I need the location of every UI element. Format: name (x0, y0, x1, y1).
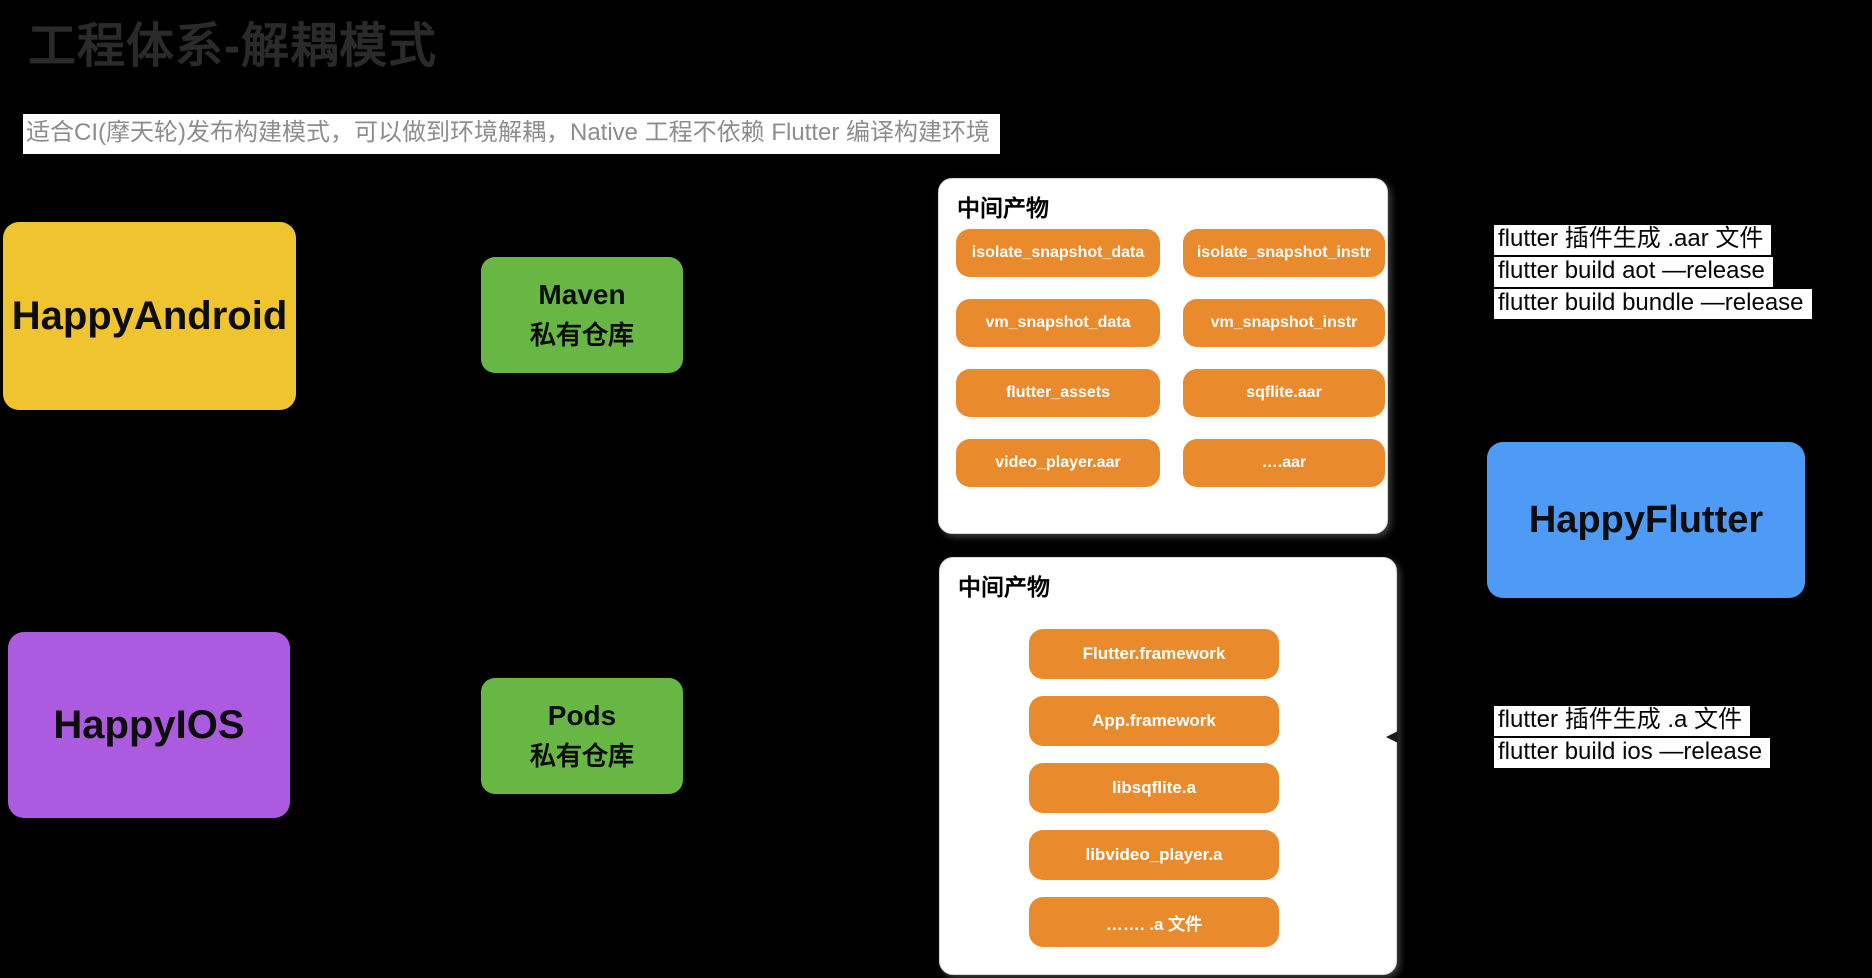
artifact-pill-isolate-snapshot-instr: isolate_snapshot_instr (1183, 229, 1385, 277)
node-pods-name: Pods (547, 699, 617, 731)
node-happy-flutter-label: HappyFlutter (1528, 498, 1764, 541)
artifact-pill-flutter-framework: Flutter.framework (1029, 629, 1279, 679)
android-build-note-line: flutter 插件生成 .aar 文件 (1494, 225, 1772, 255)
node-happy-android: HappyAndroid (3, 222, 296, 410)
ios-build-note-line: flutter build ios —release (1494, 738, 1771, 768)
subtitle-note: 适合CI(摩天轮)发布构建模式，可以做到环境解耦，Native 工程不依赖 Fl… (23, 114, 1001, 154)
artifact-pill-sqflite-aar: sqflite.aar (1183, 369, 1385, 417)
android-panel-title: 中间产物 (957, 195, 1049, 221)
node-maven-repo: Maven 私有仓库 (481, 257, 683, 373)
android-artifacts-panel: 中间产物 isolate_snapshot_data isolate_snaps… (938, 178, 1388, 534)
left-arrowhead-icon (1386, 731, 1398, 743)
artifact-pill-libsqflite-a: libsqflite.a (1029, 763, 1279, 813)
artifact-pill-vm-snapshot-instr: vm_snapshot_instr (1183, 299, 1385, 347)
artifact-pill-isolate-snapshot-data: isolate_snapshot_data (956, 229, 1160, 277)
node-happy-android-label: HappyAndroid (11, 293, 288, 338)
node-happy-ios-label: HappyIOS (53, 702, 245, 747)
android-build-note-line: flutter build bundle —release (1494, 289, 1812, 319)
ios-panel-title: 中间产物 (958, 574, 1050, 600)
artifact-pill-app-framework: App.framework (1029, 696, 1279, 746)
node-maven-subtitle: 私有仓库 (529, 319, 634, 350)
node-happy-flutter: HappyFlutter (1487, 442, 1805, 598)
node-happy-ios: HappyIOS (8, 632, 290, 818)
ios-build-note-line: flutter 插件生成 .a 文件 (1494, 706, 1751, 736)
android-artifact-grid: isolate_snapshot_data isolate_snapshot_i… (956, 229, 1385, 487)
android-build-note-line: flutter build aot —release (1494, 257, 1773, 287)
node-maven-name: Maven (538, 278, 626, 310)
node-pods-subtitle: 私有仓库 (529, 740, 634, 771)
artifact-pill-more-a-files: ……. .a 文件 (1029, 897, 1279, 947)
ios-build-notes: flutter 插件生成 .a 文件 flutter build ios —re… (1494, 706, 1771, 770)
artifact-pill-video-player-aar: video_player.aar (956, 439, 1160, 487)
page-title: 工程体系-解耦模式 (28, 20, 437, 73)
artifact-pill-libvideo-player-a: libvideo_player.a (1029, 830, 1279, 880)
ios-artifacts-panel: 中间产物 Flutter.framework App.framework lib… (939, 557, 1397, 975)
artifact-pill-more-aar: ….aar (1183, 439, 1385, 487)
node-pods-repo: Pods 私有仓库 (481, 678, 683, 794)
ios-artifact-column: Flutter.framework App.framework libsqfli… (1029, 629, 1279, 947)
artifact-pill-vm-snapshot-data: vm_snapshot_data (956, 299, 1160, 347)
android-build-notes: flutter 插件生成 .aar 文件 flutter build aot —… (1494, 225, 1812, 321)
artifact-pill-flutter-assets: flutter_assets (956, 369, 1160, 417)
